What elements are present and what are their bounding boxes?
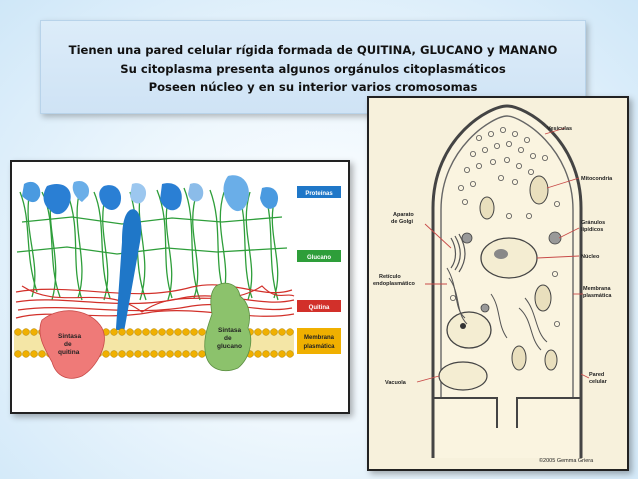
- legend-label-membrana-1: Membrana: [304, 335, 335, 341]
- plasma-membrane-outline: [440, 115, 574, 398]
- hypha-cell-diagram: Vesículas Mitocondria Gránulos lipídicos…: [367, 96, 629, 471]
- sintasa-glucano-shape: [204, 282, 252, 372]
- sintasa-glucano-label-3: glucano: [217, 343, 242, 350]
- label-vesiculas: Vesículas: [547, 126, 572, 132]
- proteinas-blobs: [22, 175, 279, 335]
- legend-swatch-glucano: [297, 250, 341, 262]
- sintasa-quitina-label-2: de: [64, 341, 72, 348]
- label-aparato-1: Aparato: [393, 212, 414, 218]
- lipid-granules: [461, 231, 562, 313]
- title-box: Tienen una pared celular rígida formada …: [40, 20, 586, 114]
- label-aparato-2: de Golgi: [391, 219, 413, 225]
- vesicles: [450, 126, 560, 327]
- legend-swatch-membrana: [297, 328, 341, 354]
- label-pared-2: celular: [589, 379, 608, 385]
- sintasa-glucano-label-2: de: [224, 335, 232, 342]
- label-membrana-2: plasmática: [583, 293, 612, 299]
- legend-label-quitina: Quitina: [309, 305, 330, 311]
- sintasa-quitina-label-1: Sintasa: [58, 333, 82, 340]
- label-membrana-1: Membrana: [583, 286, 611, 292]
- header-line-2: Su citoplasma presenta algunos orgánulos…: [120, 62, 506, 76]
- legend-swatch-quitina: [297, 300, 341, 312]
- hypha-illustration: Vesículas Mitocondria Gránulos lipídicos…: [373, 104, 613, 464]
- legend-label-membrana-2: plasmática: [303, 344, 335, 350]
- sintasa-quitina-shape: [39, 310, 105, 379]
- nucleus-shape-2: [446, 311, 492, 349]
- vacuole-shape: [438, 361, 488, 391]
- label-reticulo-2: endoplasmático: [373, 281, 416, 287]
- header-line-1: Tienen una pared celular rígida formada …: [68, 43, 558, 57]
- endoplasmic-reticulum: [446, 267, 548, 351]
- nucleolus-2: [460, 323, 466, 329]
- copyright-text: ©2005 Gemma Griera: [539, 457, 594, 464]
- golgi-apparatus: [450, 233, 466, 273]
- label-reticulo-1: Retículo: [379, 274, 401, 280]
- legend-label-glucano: Glucano: [307, 255, 331, 261]
- nucleolus: [494, 249, 508, 259]
- nucleus-shape: [480, 237, 538, 279]
- header-line-3: Poseen núcleo y en su interior varios cr…: [148, 80, 478, 94]
- legend-label-proteinas: Proteínas: [305, 191, 333, 197]
- label-granulos-2: lipídicos: [581, 227, 603, 233]
- label-granulos-1: Gránulos: [581, 220, 605, 226]
- cell-wall-diagram: Sintasa de quitina Sintasa de glucano Pr…: [10, 160, 350, 414]
- sintasa-quitina-label-3: quitina: [58, 349, 80, 356]
- mitochondria-shapes: [479, 175, 558, 371]
- sintasa-glucano-label-1: Sintasa: [218, 327, 242, 334]
- label-pointers: [416, 127, 590, 383]
- cell-wall-illustration: Sintasa de quitina Sintasa de glucano Pr…: [14, 175, 341, 379]
- label-mitocondria: Mitocondria: [581, 176, 613, 182]
- septum: [433, 397, 581, 428]
- label-nucleo: Núcleo: [581, 254, 600, 260]
- label-vacuola: Vacuola: [385, 380, 407, 386]
- label-pared-1: Pared: [589, 372, 604, 378]
- legend-swatch-proteinas: [297, 186, 341, 198]
